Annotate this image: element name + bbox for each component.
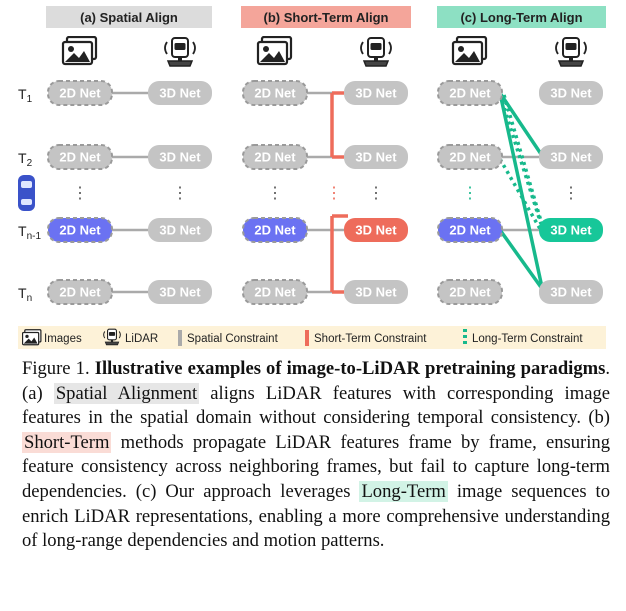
net-3d-box-label: 3D Net (550, 150, 592, 165)
net-2d-box (437, 217, 503, 243)
net-2d-box (47, 217, 113, 243)
ellipsis: ⋮ (563, 185, 579, 202)
net-3d-box (148, 218, 212, 242)
net-2d-box-label: 2D Net (254, 223, 296, 238)
net-2d-box-label: 2D Net (254, 150, 296, 165)
net-2d-box-label: 2D Net (59, 150, 101, 165)
net-3d-box-label: 3D Net (550, 285, 592, 300)
panel-title: (b) Short-Term Align (264, 10, 389, 25)
net-3d-box-label: 3D Net (159, 86, 201, 101)
net-3d-box-label: 3D Net (159, 285, 201, 300)
time-label: Tn (18, 285, 32, 304)
ellipsis: ⋮ (368, 185, 384, 202)
paradigm-diagram: (a) Spatial Align (b) Short-Term Align (c)… (18, 6, 606, 349)
time-label: T2 (18, 150, 33, 169)
net-3d-box (344, 280, 408, 304)
net-2d-box-label: 2D Net (449, 285, 491, 300)
caption-text: . (a) (22, 358, 611, 404)
legend-spatial-label: Spatial Constraint (187, 333, 279, 345)
net-2d-box (47, 80, 113, 106)
time-label: T1 (18, 86, 33, 105)
net-2d-box (242, 80, 308, 106)
net-2d-box (47, 144, 113, 170)
long-term-constraint-line (498, 158, 545, 235)
image-icon (451, 36, 488, 66)
ellipsis: ⋮ (267, 185, 283, 202)
net-3d-box (539, 218, 603, 242)
legend-images-label: Images (44, 333, 82, 345)
highlight-spatial-alignment: Spatial Alignment (53, 382, 200, 404)
net-2d-box-label: 2D Net (59, 285, 101, 300)
net-3d-box-label: 3D Net (355, 150, 397, 165)
time-label: Tn-1 (18, 223, 41, 242)
legend-image-icon (22, 329, 42, 346)
net-3d-box (148, 280, 212, 304)
panel-title: (a) Spatial Align (80, 10, 178, 25)
long-term-constraint-line (498, 228, 545, 292)
legend-bar (18, 326, 606, 349)
lidar-icon (555, 37, 587, 67)
net-2d-box (437, 279, 503, 305)
net-2d-box (242, 144, 308, 170)
figure-caption: Figure 1. Illustrative examples of image… (22, 357, 610, 554)
net-2d-box (242, 217, 308, 243)
net-2d-box-label: 2D Net (59, 86, 101, 101)
net-3d-box (344, 145, 408, 169)
net-2d-box (242, 279, 308, 305)
net-2d-box (47, 279, 113, 305)
net-2d-box-label: 2D Net (59, 223, 101, 238)
net-2d-box (437, 144, 503, 170)
caption-text: methods propagate LiDAR features frame b… (22, 431, 610, 502)
highlight-long-term: Long-Term (359, 480, 448, 502)
panel-title: (c) Long-Term Align (460, 10, 582, 25)
net-2d-box-label: 2D Net (254, 285, 296, 300)
legend-lidar-label: LiDAR (125, 333, 158, 345)
net-3d-box (344, 81, 408, 105)
net-3d-box-label: 3D Net (159, 223, 201, 238)
lidar-icon (164, 37, 196, 67)
net-3d-box (539, 81, 603, 105)
net-3d-box-label: 3D Net (355, 86, 397, 101)
ellipsis: ⋮ (462, 185, 478, 202)
net-3d-box-label: 3D Net (550, 86, 592, 101)
net-3d-box (539, 145, 603, 169)
net-2d-box-label: 2D Net (449, 223, 491, 238)
net-3d-box-label: 3D Net (159, 150, 201, 165)
caption-text: image sequences to enrich LiDAR represen… (22, 480, 610, 552)
long-term-constraint-line (498, 92, 545, 293)
ellipsis: ⋮ (72, 185, 88, 202)
panel-header-3 (437, 6, 606, 28)
highlight-short-term: Short-Term (22, 431, 112, 453)
car-icon (18, 175, 35, 211)
caption-title: Illustrative examples of image-to-LiDAR … (94, 358, 606, 379)
legend-long-term-label: Long-Term Constraint (472, 333, 583, 345)
net-3d-box-label: 3D Net (355, 223, 397, 238)
lidar-icon (360, 37, 392, 67)
net-3d-box-label: 3D Net (550, 223, 592, 238)
net-2d-box-label: 2D Net (449, 86, 491, 101)
net-2d-box-label: 2D Net (449, 150, 491, 165)
net-2d-box-label: 2D Net (254, 86, 296, 101)
legend-short-term-label: Short-Term Constraint (314, 333, 427, 345)
caption-text: aligns LiDAR features with corresponding… (22, 382, 610, 429)
image-icon (256, 36, 293, 66)
ellipsis: ⋮ (326, 185, 342, 202)
ellipsis: ⋮ (172, 185, 188, 202)
net-3d-box (148, 81, 212, 105)
panel-header-2 (241, 6, 411, 28)
net-3d-box-label: 3D Net (355, 285, 397, 300)
caption-label: Figure 1. (22, 358, 90, 379)
panel-header-1 (46, 6, 212, 28)
net-3d-box (344, 218, 408, 242)
net-3d-box (539, 280, 603, 304)
long-term-constraint-line (498, 94, 543, 225)
net-2d-box (437, 80, 503, 106)
net-3d-box (148, 145, 212, 169)
image-icon (61, 36, 98, 66)
long-term-constraint-line (502, 94, 545, 229)
